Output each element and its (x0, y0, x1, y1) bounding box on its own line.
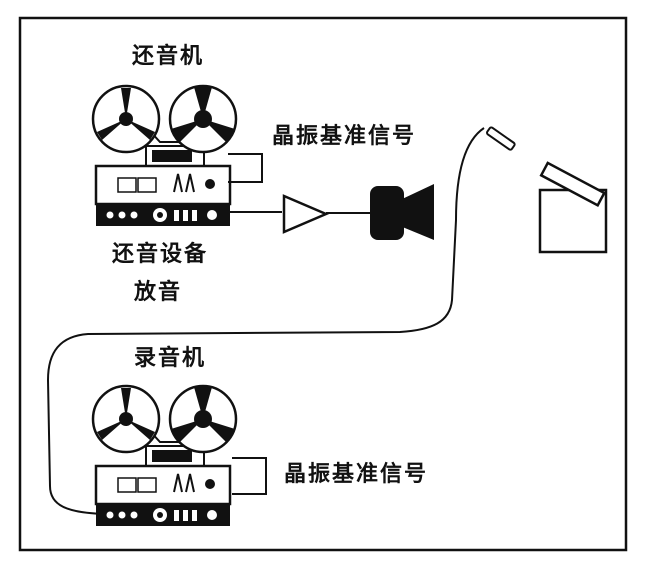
microphone-icon (486, 126, 516, 151)
microphone-cable (46, 127, 485, 515)
label-crystal-reference-bottom: 晶振基准信号 (284, 462, 429, 487)
frame-border (18, 16, 628, 552)
label-playback-device: 还音设备 (112, 242, 209, 267)
label-recorder: 录音机 (134, 346, 207, 371)
playback-tape-machine-icon (91, 84, 238, 228)
clapperboard-icon (538, 161, 608, 254)
label-playback-machine: 还音机 (132, 44, 205, 69)
label-crystal-reference-top: 晶振基准信号 (272, 124, 417, 149)
amplifier-triangle-icon (282, 194, 330, 234)
label-playback: 放音 (134, 280, 183, 305)
crystal-reference-bracket-bottom (232, 457, 267, 495)
recorder-tape-machine-icon (91, 384, 238, 528)
crystal-reference-bracket-top (228, 153, 263, 183)
loudspeaker-icon (370, 184, 434, 240)
